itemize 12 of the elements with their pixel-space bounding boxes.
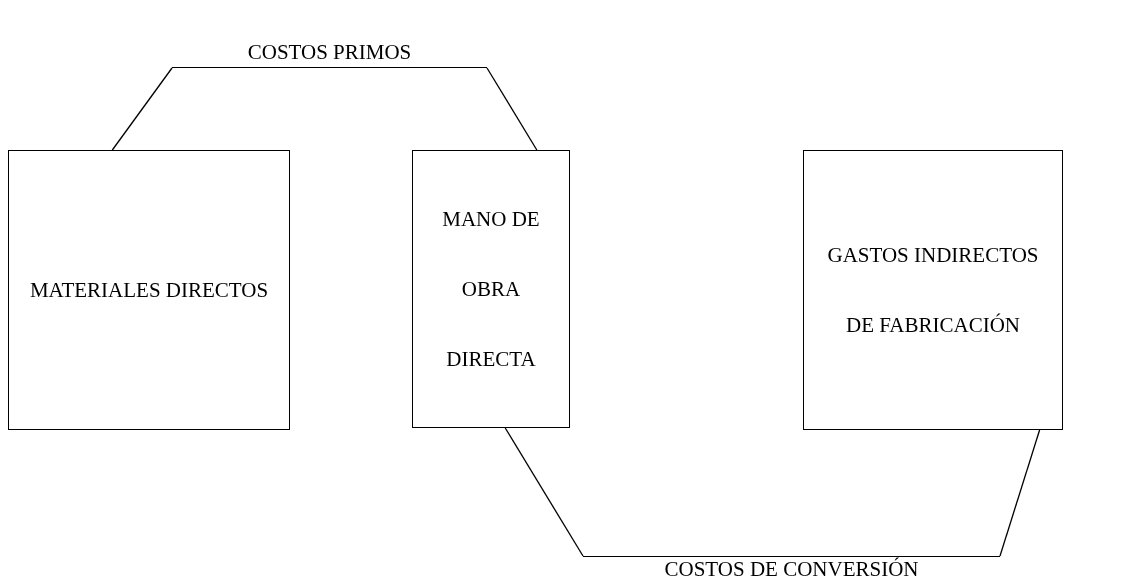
cost-box <box>412 150 570 428</box>
box-text: GASTOS INDIRECTOS DE FABRICACIÓN <box>826 242 1040 339</box>
connector-line <box>999 429 1041 557</box>
box-text: MANO DE OBRA DIRECTA <box>441 206 541 373</box>
connector-line <box>504 427 584 557</box>
box-text: MATERIALES DIRECTOS <box>29 277 269 304</box>
connector-line <box>111 67 173 151</box>
cost-group-label: COSTOS DE CONVERSIÓN <box>664 557 919 581</box>
cost-box <box>8 150 290 430</box>
connector-line <box>486 67 538 151</box>
cost-box <box>803 150 1063 430</box>
cost-group-label: COSTOS PRIMOS <box>247 40 412 66</box>
